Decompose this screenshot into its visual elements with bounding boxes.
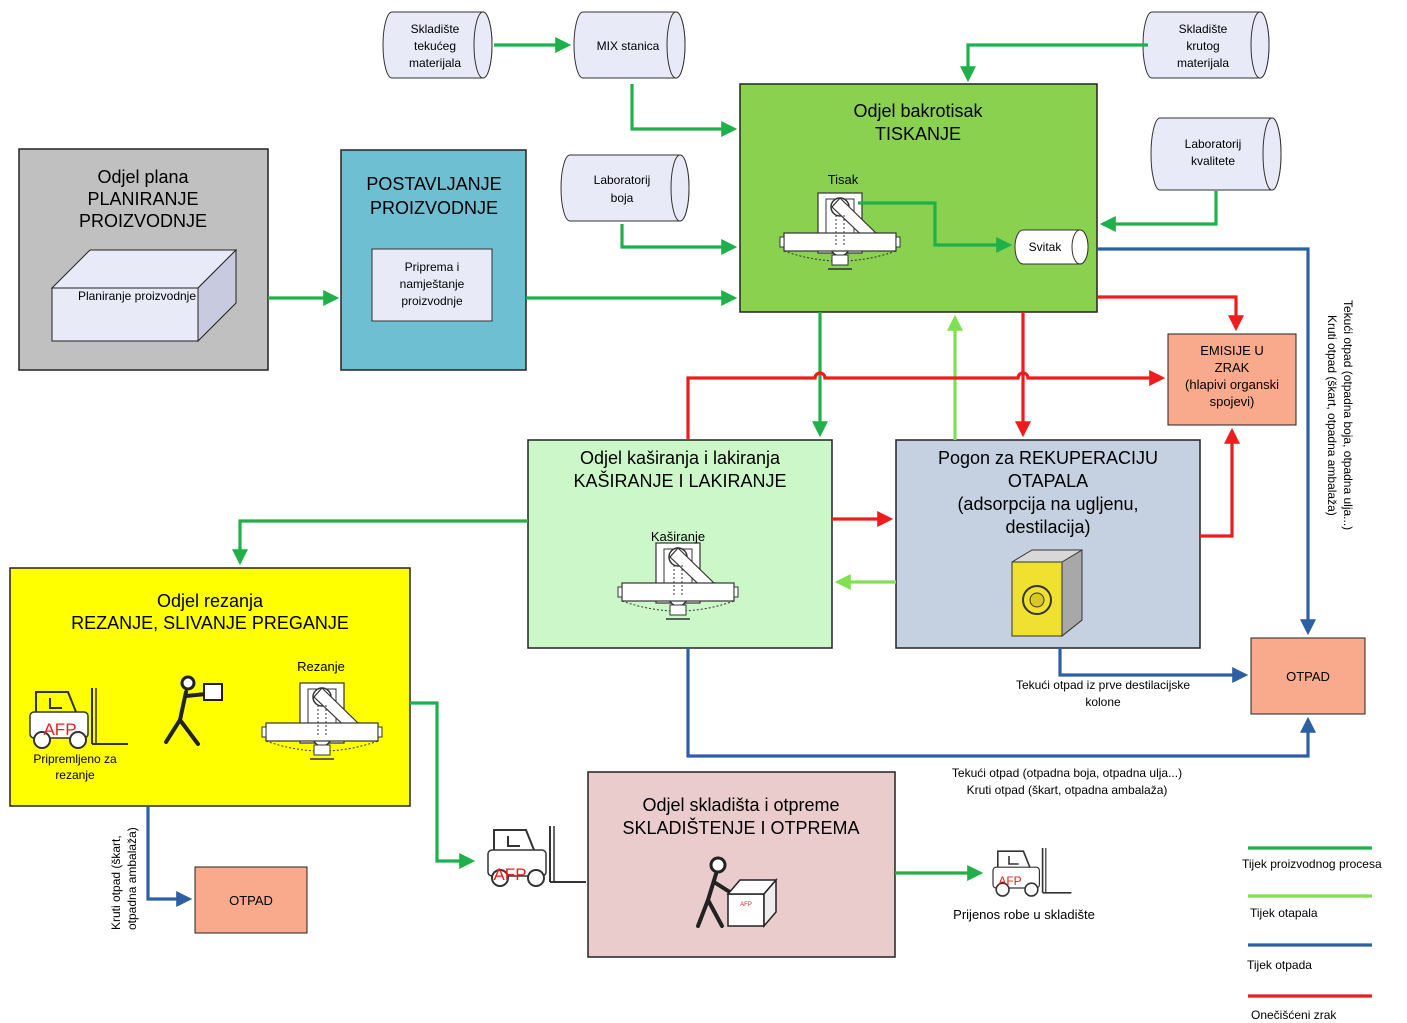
printing-department: Odjel bakrotisak TISKANJE Tisak	[739, 83, 1098, 313]
warehouse-subtitle: SKLADIŠTENJE I OTPREMA	[622, 817, 859, 838]
legend-label-solvent: Tijek otapala	[1250, 906, 1318, 920]
color-lab-label-1: Laboratorij	[594, 173, 651, 187]
laminating-title: Odjel kaširanja i lakiranja	[580, 448, 781, 468]
solid-storage: Skladište krutog materijala	[1142, 11, 1270, 79]
emissions-box: EMISIJE U ZRAK (hlapivi organski spojevi…	[1167, 333, 1297, 426]
solid-storage-label-3: materijala	[1177, 56, 1229, 70]
forklift-tag: AFP	[43, 720, 76, 739]
legend-label-waste: Tijek otpada	[1247, 958, 1312, 972]
cutting-department: Odjel rezanja REZANJE, SLIVANJE PREGANJE…	[9, 567, 411, 807]
setup-subtitle: PROIZVODNJE	[370, 198, 498, 218]
laminating-subtitle: KAŠIRANJE I LAKIRANJE	[573, 470, 786, 491]
box-tag: AFP	[740, 902, 752, 908]
distillation-label-2: kolone	[1085, 695, 1121, 709]
mix-station: MIX stanica	[573, 11, 686, 79]
recovery-title: Pogon za REKUPERACIJU	[938, 448, 1158, 468]
roll-label: Svitak	[1029, 240, 1063, 254]
mix-station-label: MIX stanica	[597, 39, 660, 53]
warehouse-department: Odjel skladišta i otpreme SKLADIŠTENJE I…	[587, 771, 896, 958]
liquid-storage-label-1: Skladište	[411, 22, 460, 36]
printing-title: Odjel bakrotisak	[853, 101, 983, 121]
waste-box-main: OTPAD	[1250, 637, 1366, 715]
legend-label-air: Onečišćeni zrak	[1251, 1008, 1337, 1022]
solid-storage-label-2: krutog	[1186, 39, 1219, 53]
liquid-storage-label-3: materijala	[409, 56, 461, 70]
prepared-label-1: Pripremljeno za	[33, 752, 117, 766]
forklift-tag-2: AFP	[998, 874, 1021, 888]
laminating-department: Odjel kaširanja i lakiranja KAŠIRANJE I …	[527, 439, 833, 649]
emissions-label-3: (hlapivi organski	[1185, 377, 1279, 392]
worker-box-icon: AFP	[696, 856, 778, 929]
waste-main-label: OTPAD	[1286, 669, 1330, 684]
forklift-to-storage: AFP	[992, 847, 1073, 897]
worker-carrying-icon	[164, 675, 223, 746]
distillation-label-1: Tekući otpad iz prve destilacijske	[1016, 678, 1190, 692]
quality-lab-label-2: kvalitete	[1191, 154, 1235, 168]
planning-subtitle-2: PROIZVODNJE	[79, 211, 207, 231]
cutting-machine-label: Rezanje	[297, 659, 345, 674]
forklift-to-warehouse: AFP	[487, 825, 587, 887]
roll-drum: Svitak	[1014, 229, 1089, 265]
recovery-plant: Pogon za REKUPERACIJU OTAPALA (adsorpcij…	[895, 439, 1201, 649]
forklift-tag-1: AFP	[493, 865, 526, 884]
liquid-storage: Skladište tekućeg materijala	[382, 11, 493, 79]
adsorber-icon	[1011, 549, 1083, 638]
liquid-storage-label-2: tekućeg	[414, 39, 456, 53]
planning-title: Odjel plana	[97, 167, 189, 187]
quality-lab-label-1: Laboratorij	[1185, 137, 1242, 151]
printing-subtitle: TISKANJE	[875, 124, 961, 144]
bottom-waste-label-1: Tekući otpad (otpadna boja, otpadna ulja…	[952, 766, 1182, 780]
color-lab: Laboratorij boja	[560, 154, 690, 222]
legend: Tijek proizvodnog procesa Tijek otapala …	[1242, 846, 1382, 1022]
setup-inner-3: proizvodnje	[401, 294, 463, 308]
warehouse-title: Odjel skladišta i otpreme	[642, 795, 839, 815]
cutting-subtitle: REZANJE, SLIVANJE PREGANJE	[71, 613, 349, 633]
legend-label-process: Tijek proizvodnog procesa	[1242, 857, 1382, 871]
recovery-desc-1: (adsorpcija na ugljenu,	[957, 494, 1138, 514]
solid-storage-label-1: Skladište	[1179, 22, 1228, 36]
setup-inner-1: Priprema i	[405, 260, 460, 274]
printing-machine-label: Tisak	[828, 172, 859, 187]
vertical-waste-label-1: Tekući otpad (otpadna boja, otpadna ulja…	[1341, 300, 1355, 530]
prepared-label-2: rezanje	[55, 768, 95, 782]
transfer-label: Prijenos robe u skladište	[953, 907, 1095, 922]
color-lab-label-2: boja	[611, 191, 634, 205]
cut-waste-label-1: Kruti otpad (škart,	[109, 835, 123, 930]
recovery-desc-2: destilacija)	[1005, 517, 1090, 537]
cutting-title: Odjel rezanja	[157, 591, 264, 611]
emissions-label-2: ZRAK	[1215, 360, 1250, 375]
cut-waste-label-2: otpadna ambalaža)	[125, 827, 139, 930]
bottom-waste-label-2: Kruti otpad (škart, otpadna ambalaža)	[967, 783, 1168, 797]
planning-subtitle-1: PLANIRANJE	[87, 189, 198, 209]
laminating-machine-label: Kaširanje	[651, 529, 705, 544]
vertical-waste-label-2: Kruti otpad (škart, otpadna ambalaža)	[1325, 315, 1339, 516]
setup-department: POSTAVLJANJE PROIZVODNJE Priprema i namj…	[340, 149, 527, 371]
recovery-subtitle: OTAPALA	[1008, 471, 1088, 491]
planning-inner-label: Planiranje proizvodnje	[78, 289, 196, 303]
waste-small-label: OTPAD	[229, 893, 273, 908]
waste-box-small: OTPAD	[194, 866, 308, 934]
quality-lab: Laboratorij kvalitete	[1150, 117, 1282, 191]
arrows	[146, 37, 1316, 907]
planning-department: Odjel plana PLANIRANJE PROIZVODNJE Plani…	[18, 148, 269, 371]
emissions-label-4: spojevi)	[1210, 394, 1255, 409]
emissions-label-1: EMISIJE U	[1200, 343, 1264, 358]
setup-title: POSTAVLJANJE	[366, 174, 501, 194]
setup-inner-2: namještanje	[400, 277, 465, 291]
